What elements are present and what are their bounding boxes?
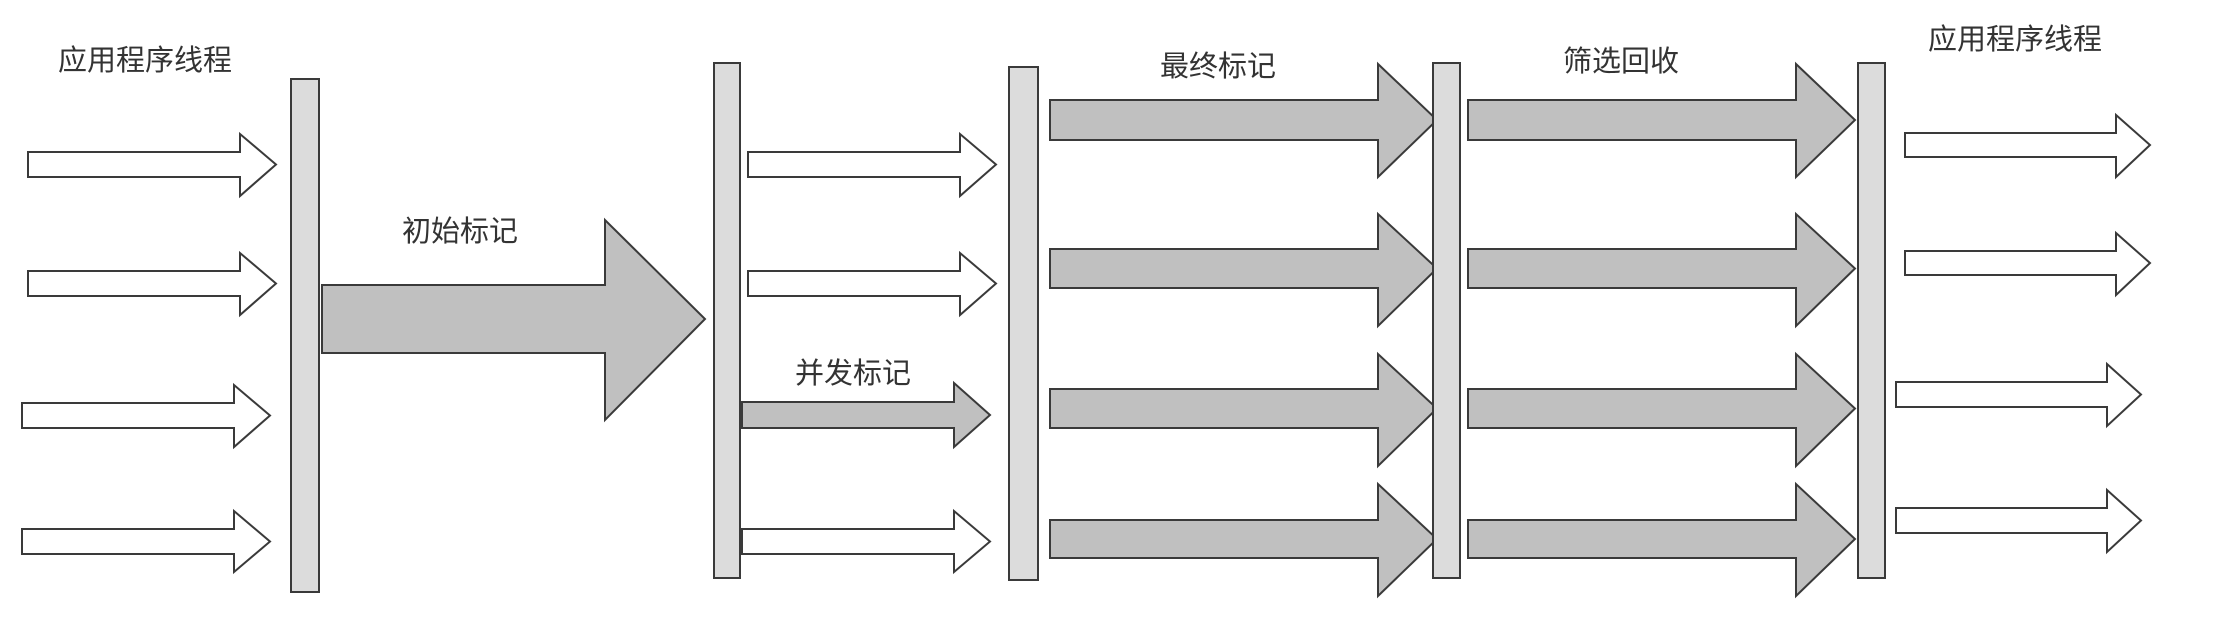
final-mark-arrow-3 [1049, 351, 1439, 469]
arrows [21, 61, 2152, 599]
safepoint-bars [290, 62, 1886, 593]
final-mark-arrow-1 [1049, 61, 1439, 180]
label-final-mark: 最终标记 [1160, 49, 1276, 83]
app-thread-arrow-3 [21, 382, 272, 450]
concurrent-app-arrow-2 [747, 250, 998, 318]
label-cleanup: 筛选回收 [1563, 44, 1679, 78]
label-app-threads-right: 应用程序线程 [1928, 22, 2102, 56]
pause-bar-1 [290, 78, 320, 593]
cleanup-arrow-4 [1467, 481, 1857, 599]
app-thread-arrow-2 [27, 250, 278, 318]
label-app-threads-left: 应用程序线程 [58, 43, 232, 77]
concurrent-app-arrow-4 [741, 508, 992, 575]
final-mark-arrow-4 [1049, 481, 1439, 599]
label-initial-mark: 初始标记 [402, 214, 518, 248]
concurrent-app-arrow-1 [747, 131, 998, 199]
app-thread-arrow-4 [21, 508, 272, 575]
resume-app-arrow-3 [1895, 361, 2143, 429]
pause-bar-5 [1857, 62, 1886, 579]
resume-app-arrow-2 [1904, 230, 2152, 298]
pause-bar-2 [713, 62, 741, 579]
pause-bar-3 [1008, 66, 1039, 581]
resume-app-arrow-1 [1904, 112, 2152, 180]
labels: 应用程序线程 初始标记 并发标记 最终标记 筛选回收 应用程序线程 [58, 22, 2102, 390]
label-concurrent-mark: 并发标记 [795, 356, 911, 390]
concurrent-mark-arrow [741, 380, 992, 450]
initial-mark-arrow [321, 217, 707, 423]
cleanup-arrow-3 [1467, 351, 1857, 469]
app-thread-arrow-1 [27, 131, 278, 199]
pause-bar-4 [1432, 62, 1461, 579]
cleanup-arrow-1 [1467, 61, 1857, 180]
resume-app-arrow-4 [1895, 487, 2143, 555]
cleanup-arrow-2 [1467, 211, 1857, 329]
final-mark-arrow-2 [1049, 211, 1439, 329]
